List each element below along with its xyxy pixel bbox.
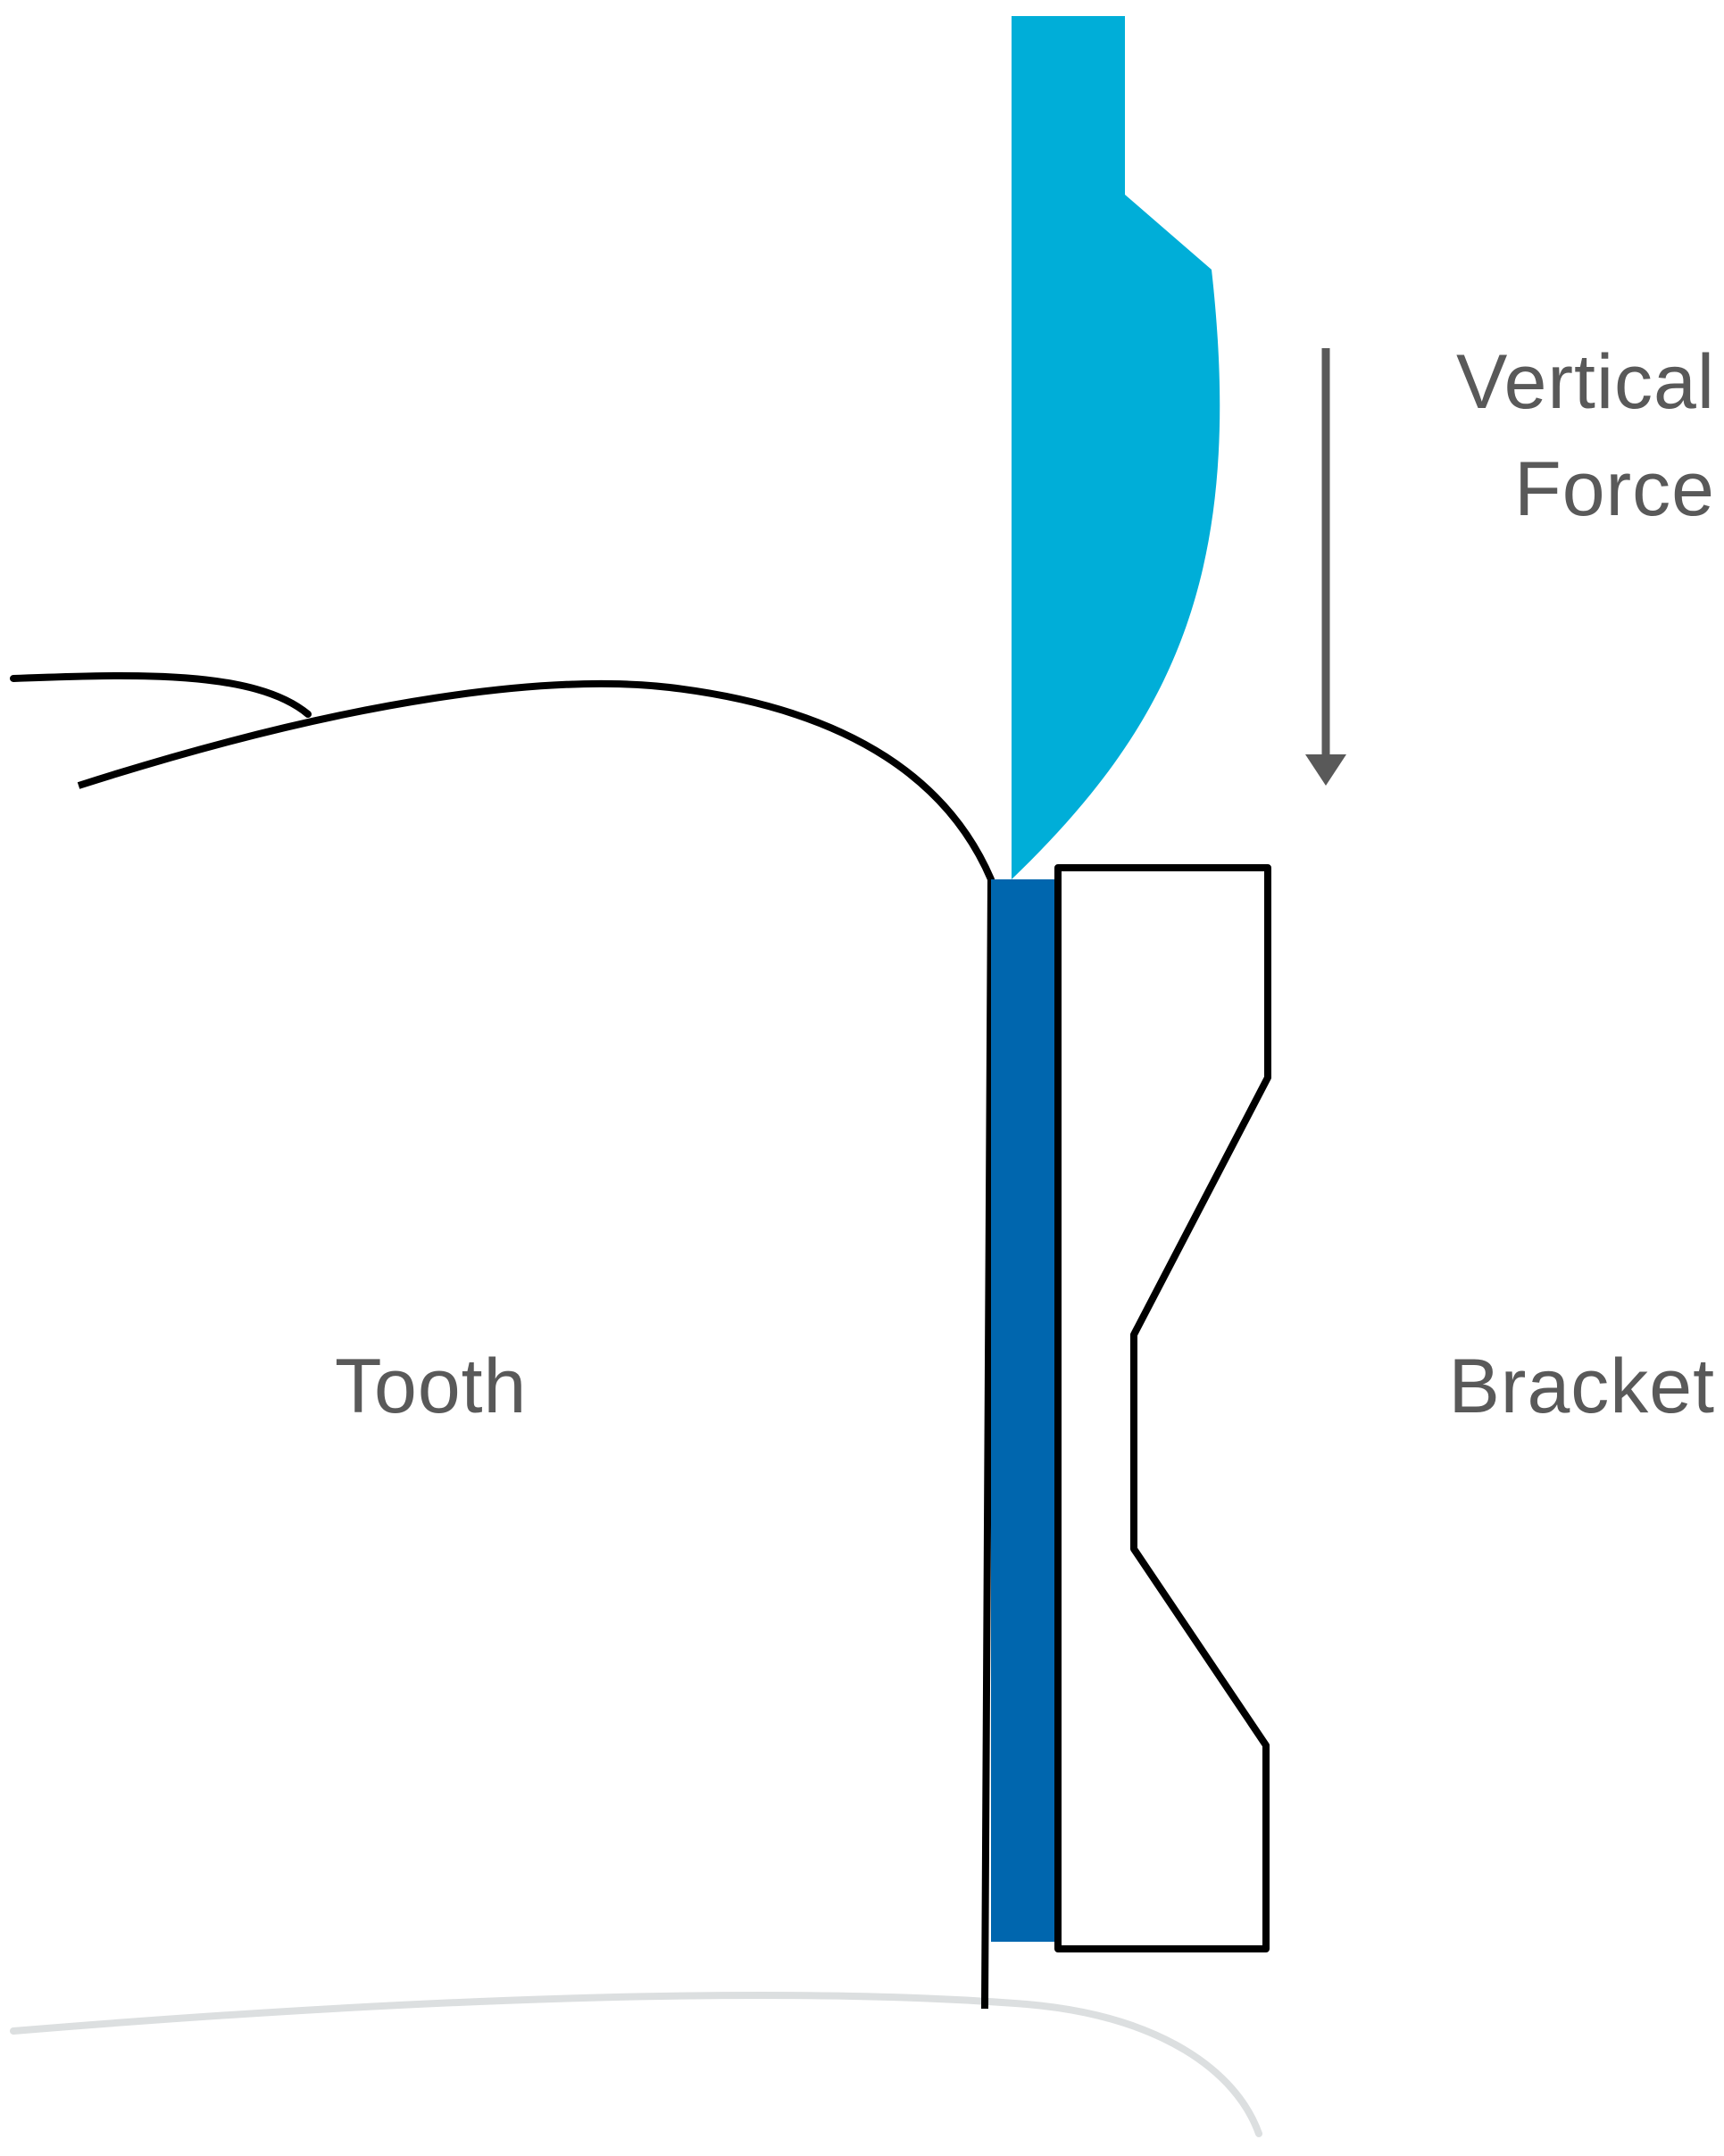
vertical-label: Vertical bbox=[1455, 339, 1715, 425]
bracket-label: Bracket bbox=[1448, 1344, 1715, 1429]
gum-line bbox=[10, 1992, 1262, 2137]
tooth-label: Tooth bbox=[335, 1344, 528, 1429]
debonding-instrument bbox=[1012, 16, 1220, 879]
bracket-outline bbox=[1054, 864, 1271, 1952]
force-arrow-head bbox=[1305, 754, 1346, 786]
tooth-outline bbox=[77, 680, 995, 2010]
force-label: Force bbox=[1514, 446, 1715, 532]
adhesive-layer bbox=[991, 879, 1058, 1942]
tooth-edge-line bbox=[10, 671, 312, 718]
